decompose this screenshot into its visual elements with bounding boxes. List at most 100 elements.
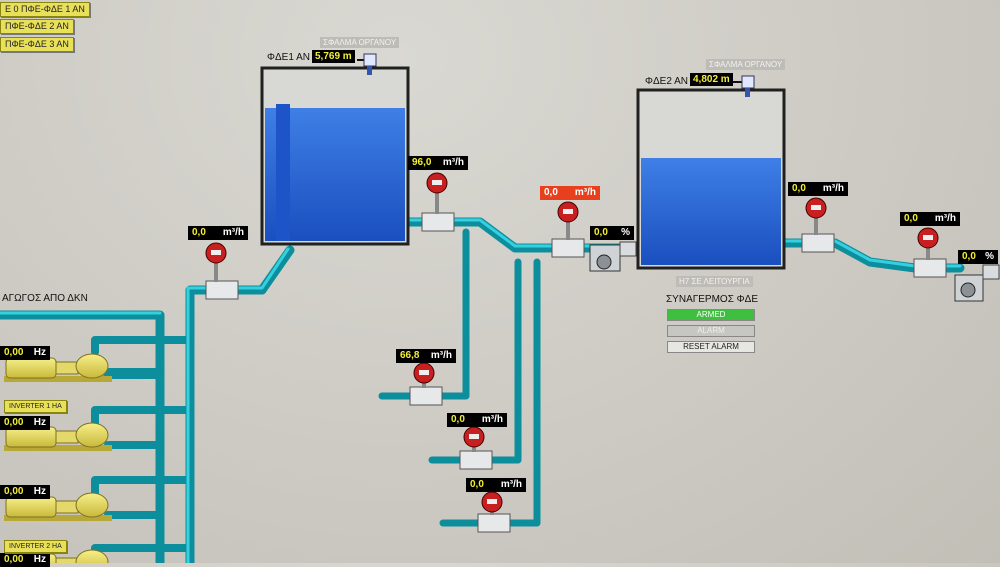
meter-display [419,370,429,375]
flow-value: 0,0 [470,479,484,490]
reset-alarm-button[interactable]: RESET ALARM [667,341,755,353]
tank2 [636,88,786,270]
meter-display [923,235,933,240]
inverter2-button[interactable]: INVERTER 2 ΗΑ [4,540,67,553]
freq-value: 0,00 [4,347,24,358]
nav-button-1[interactable]: Ε 0 ΠΦΕ-ΦΔΕ 1 ΑΝ [0,2,90,17]
meter-display [487,499,497,504]
pipe-branch3 [439,258,541,527]
pipe-pump2 [91,406,194,429]
alarm-status-button[interactable]: ALARM [667,325,755,337]
flow-readout-branch1: 66,8 m³/h [396,349,456,363]
meter-display [563,209,573,214]
level-sensor-tank1 [357,53,377,75]
tank2-level: 4,802 m [690,73,733,86]
meter-spool [551,238,585,258]
meter-stem [214,261,218,282]
valve-flange [619,241,637,257]
valve-value: 0,0 [594,227,608,238]
meter-spool [477,513,511,533]
pipe-pump3 [91,476,194,499]
meter-display [211,250,221,255]
meter-spool [801,233,835,253]
pump-motor-icon [5,426,57,448]
flow-meter-4[interactable] [409,362,443,406]
flow-meter-2[interactable] [421,172,455,232]
pump-volute-icon [75,492,109,518]
inlet-pipe-label: ΑΓΩΓΟΣ ΑΠΟ ΔΚΝ [2,293,88,304]
flow-unit: m³/h [934,213,956,224]
meter-spool [913,258,947,278]
pipe-network [0,217,965,563]
pump-symbols [4,353,112,563]
pump-base [4,515,112,521]
freq-unit: Hz [33,486,46,497]
valve-flange [982,264,1000,280]
meter-spool [205,280,239,300]
meter-stem [435,191,439,214]
flow-unit: m³/h [500,479,522,490]
flow-meter-8[interactable] [913,227,947,278]
sensor-probe [367,66,372,75]
tank1-name: ΦΔΕ1 ΑΝ [267,52,311,63]
tank2-water [641,158,781,265]
flow-unit: m³/h [222,227,244,238]
pump-base [4,376,112,382]
valve-tank2-in[interactable] [589,241,637,272]
flow-value: 66,8 [400,350,420,361]
pump-volute-icon [75,422,109,448]
flow-value: 0,0 [544,187,558,198]
flow-value: 0,0 [792,183,806,194]
freq-value: 0,00 [4,554,24,565]
pipe-pump1 [91,336,194,356]
nav-button-2[interactable]: ΠΦΕ-ΦΔΕ 2 ΑΝ [0,19,74,34]
pump-1[interactable] [4,353,112,382]
tank1-inlet-column [276,104,290,241]
valve-value: 0,0 [962,251,976,262]
flow-meter-7[interactable] [801,197,835,253]
freq-value: 0,00 [4,486,24,497]
flow-value: 0,0 [451,414,465,425]
flow-meter-5[interactable] [459,426,493,470]
flow-unit: m³/h [430,350,452,361]
flow-readout-branch3: 0,0 m³/h [466,478,526,492]
pump1-frequency: 0,00 Hz [0,346,50,360]
valve-far-right[interactable] [954,264,1000,302]
flow-readout-tank2-in-alarm: 0,0 m³/h [540,186,600,200]
freq-value: 0,00 [4,417,24,428]
pump3-frequency: 0,00 Hz [0,485,50,499]
inverter1-button[interactable]: INVERTER 1 ΗΑ [4,400,67,413]
armed-status-button[interactable]: ARMED [667,309,755,321]
pump-base [4,445,112,451]
pump-3[interactable] [4,492,112,521]
pump-coupling [55,557,79,563]
flow-unit: m³/h [442,157,464,168]
tank1 [260,66,410,246]
pump-2[interactable] [4,422,112,451]
flow-meter-6[interactable] [477,491,511,533]
pipe-riser [185,245,295,563]
pump-coupling [55,361,79,375]
flow-unit: m³/h [574,187,596,198]
valve-actuator-icon [960,282,976,298]
sensor-probe [745,88,750,97]
freq-unit: Hz [33,347,46,358]
meter-spool [409,386,443,406]
meter-stem [472,445,476,452]
pump-volute-icon [75,353,109,379]
flow-meter-3[interactable] [551,201,585,258]
alarm-panel-title: ΣΥΝΑΓΕΡΜΟΣ ΦΔΕ [666,294,758,305]
level-sensor-tank2 [733,75,755,97]
flow-meter-1[interactable] [205,242,239,300]
meter-stem [926,246,930,260]
pump-motor-icon [5,357,57,379]
sensor-head [741,75,755,89]
nav-button-3[interactable]: ΠΦΕ-ΦΔΕ 3 ΑΝ [0,37,74,52]
meter-spool [459,450,493,470]
pump-volute-icon [75,549,109,563]
